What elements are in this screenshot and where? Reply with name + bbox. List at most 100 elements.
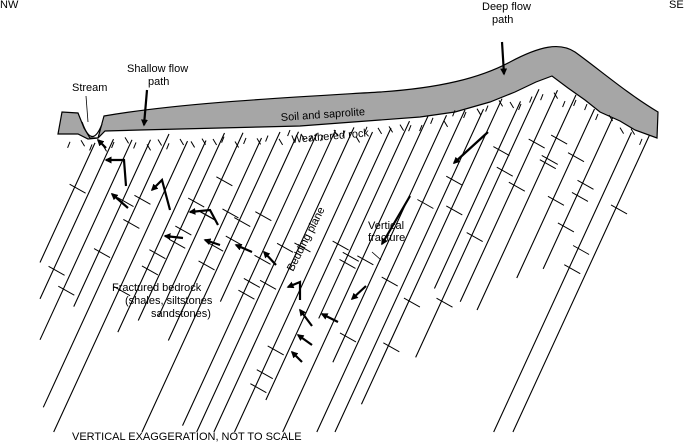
stream-channel — [81, 121, 103, 138]
fracture-tick — [508, 181, 526, 192]
weathered-rock-dash — [485, 105, 489, 112]
weathered-rock-dash — [452, 110, 456, 117]
fracture-tick — [117, 197, 134, 208]
weathered-rock-dash — [595, 113, 599, 121]
weathered-rock-dash — [518, 103, 522, 111]
bedding-plane-line-19 — [332, 114, 447, 363]
fracture-tick — [547, 195, 565, 206]
bedding-plane-line-2 — [39, 139, 133, 341]
weathered-rock-dash — [89, 144, 93, 151]
bedding-plane-line-9 — [167, 137, 262, 341]
shallow-flow-arrows — [96, 138, 339, 363]
fracture-tick — [528, 138, 545, 149]
fracture-tick — [539, 159, 557, 170]
fracture-tick — [571, 191, 589, 202]
bedrock-label-line2: (shales, siltstones — [125, 295, 213, 307]
weathered-rock-dash — [430, 117, 434, 124]
nw-direction-label: NW — [0, 0, 19, 11]
fracture-tick — [259, 279, 277, 290]
weathered-rock-dash — [377, 127, 383, 135]
fracture-tick — [238, 289, 255, 300]
weathered-rock-dash — [201, 138, 207, 145]
weathered-rock-dash — [529, 96, 533, 103]
weathered-rock-dash — [443, 120, 449, 128]
weathered-rock-dash — [256, 138, 262, 145]
weathered-rock-dash — [166, 143, 170, 150]
fracture-tick — [436, 297, 453, 308]
bedding-plane-line-25 — [459, 90, 558, 303]
weathered-rock-dash — [476, 108, 482, 115]
bedding-plane-line-30 — [512, 133, 651, 433]
fracture-tick — [572, 245, 590, 255]
bedding-plane-line-15 — [233, 131, 373, 433]
fracture-tick — [113, 286, 131, 297]
weathered-rock-dash — [388, 126, 394, 133]
bedding-plane-line-23 — [433, 101, 521, 289]
fracture-tick — [168, 238, 186, 249]
vertical-fracture-label-line1: Vertical — [368, 220, 404, 232]
fracture-tick — [256, 369, 274, 380]
fracture-tick — [357, 255, 374, 266]
bedding-plane-line-8 — [157, 132, 244, 317]
bedding-plane-line-7 — [137, 132, 225, 321]
stream-leader — [85, 95, 89, 123]
bedrock-label-line1: Fractured bedrock — [112, 282, 202, 294]
bedding-plane-line-3 — [73, 139, 151, 307]
bedding-plane-line-18 — [282, 115, 429, 433]
weathered-rock-dash — [399, 124, 405, 131]
weathered-rock-dash — [639, 138, 643, 146]
fracture-tick — [222, 208, 239, 219]
bedding-plane-line-10 — [141, 131, 281, 433]
weathered-rock-dash — [146, 144, 152, 151]
weathered-rock-dash — [408, 124, 412, 132]
bedding-plane-line-1 — [39, 138, 114, 300]
deep-flow-pointer — [500, 41, 508, 76]
bedrock-label-line3: sandstones) — [151, 308, 211, 320]
weathered-rock-dash — [221, 136, 225, 143]
bedding-plane-line-26 — [476, 94, 577, 311]
fracture-tick — [446, 205, 463, 216]
weathered-rock-dash — [320, 134, 324, 142]
fracture-tick — [567, 152, 585, 163]
fracture-tick — [58, 285, 75, 296]
bedding-plane-line-22 — [360, 98, 503, 405]
se-direction-label: SE — [669, 0, 684, 11]
fracture-tick — [149, 249, 166, 260]
weathered-rock-dash — [157, 139, 163, 146]
weathered-rock-dash — [584, 103, 588, 111]
weathered-rock-dash — [608, 114, 614, 122]
fracture-tick — [198, 260, 215, 271]
weathered-rock-dash — [342, 130, 346, 137]
weathered-rock-dash — [265, 135, 269, 142]
fracture-tick — [339, 332, 357, 343]
weathered-rock-dash — [179, 138, 185, 146]
bedding-plane-line-27 — [516, 108, 595, 279]
fracture-tick — [225, 235, 243, 246]
fracture-ticks — [48, 134, 628, 394]
weathered-rock-label: Weathered rock — [291, 127, 370, 146]
weathered-rock-dash — [355, 136, 361, 143]
weathered-rock-dash — [309, 135, 313, 142]
fracture-tick — [267, 345, 284, 356]
soil-saprolite-layer — [57, 45, 659, 140]
fracture-tick — [141, 265, 159, 276]
fracture-tick — [403, 297, 421, 308]
fracture-tick — [541, 155, 558, 165]
bedding-plane-line-29 — [493, 132, 632, 433]
deep-flow-label-line1: Deep flow — [482, 1, 531, 13]
fracture-tick — [276, 242, 294, 253]
fracture-tick — [550, 134, 568, 145]
vertical-fracture-leader — [371, 251, 382, 261]
weathered-rock-dash — [287, 129, 291, 137]
soil-saprolite-label: Soil and saprolite — [280, 106, 365, 124]
shallow-flow-pointer — [140, 89, 149, 127]
fracture-tick — [255, 211, 272, 222]
fracture-tick — [234, 217, 251, 228]
fracture-tick — [381, 276, 398, 287]
bedding-plane-line-4 — [42, 133, 170, 408]
fracture-tick — [610, 204, 628, 215]
bedding-plane-line-6 — [117, 140, 207, 333]
bedding-plane-line-20 — [316, 109, 466, 433]
vertical-fracture-label-line2: fracture — [368, 232, 405, 244]
